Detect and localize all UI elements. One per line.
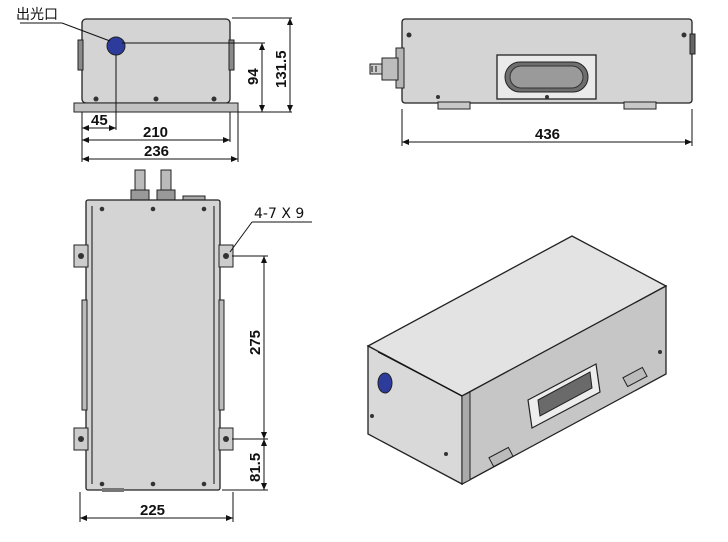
dim-131-5: 131.5 [273, 50, 290, 88]
dim-210: 210 [143, 124, 168, 141]
side-view: 436 [369, 18, 696, 146]
dim-436: 436 [535, 126, 560, 143]
hole-spec-label: 4-7 X 9 [254, 206, 304, 222]
light-exit-aperture [106, 36, 126, 56]
dim-45: 45 [91, 112, 108, 129]
front-view: 出光口 45 210 236 94 131.5 [16, 7, 293, 162]
top-view: 4-7 X 9 275 81.5 225 [73, 169, 312, 522]
dim-81-5: 81.5 [247, 453, 264, 482]
dim-225: 225 [140, 502, 165, 519]
dim-94: 94 [245, 68, 262, 85]
dim-275: 275 [247, 330, 264, 355]
isometric-view [366, 235, 668, 486]
dim-236: 236 [144, 143, 169, 160]
iso-light-exit-aperture [377, 372, 393, 394]
callout-label: 出光口 [16, 7, 58, 23]
